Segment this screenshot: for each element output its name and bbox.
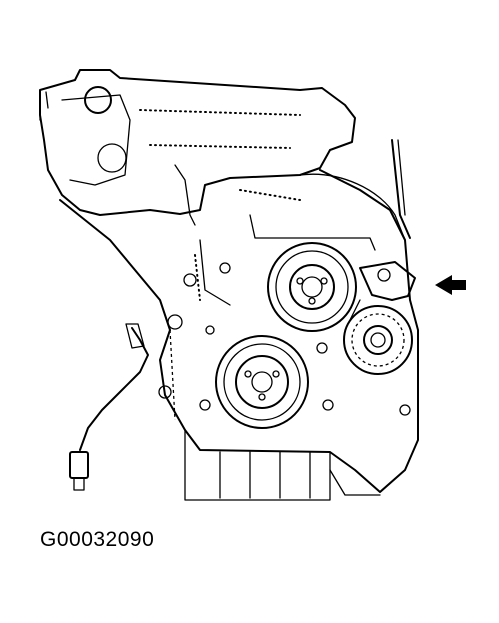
intake-manifold xyxy=(39,69,356,216)
upper-pulley xyxy=(267,242,357,332)
engine-block xyxy=(59,164,419,501)
sensor-wire xyxy=(69,323,149,491)
figure-caption: G00032090 xyxy=(40,528,155,551)
arrow-left-icon xyxy=(435,275,466,295)
tensioner-bracket xyxy=(344,261,416,331)
crankshaft-pulley xyxy=(215,335,309,429)
tensioner-pulley xyxy=(343,305,413,375)
dipstick-tube xyxy=(391,139,411,239)
